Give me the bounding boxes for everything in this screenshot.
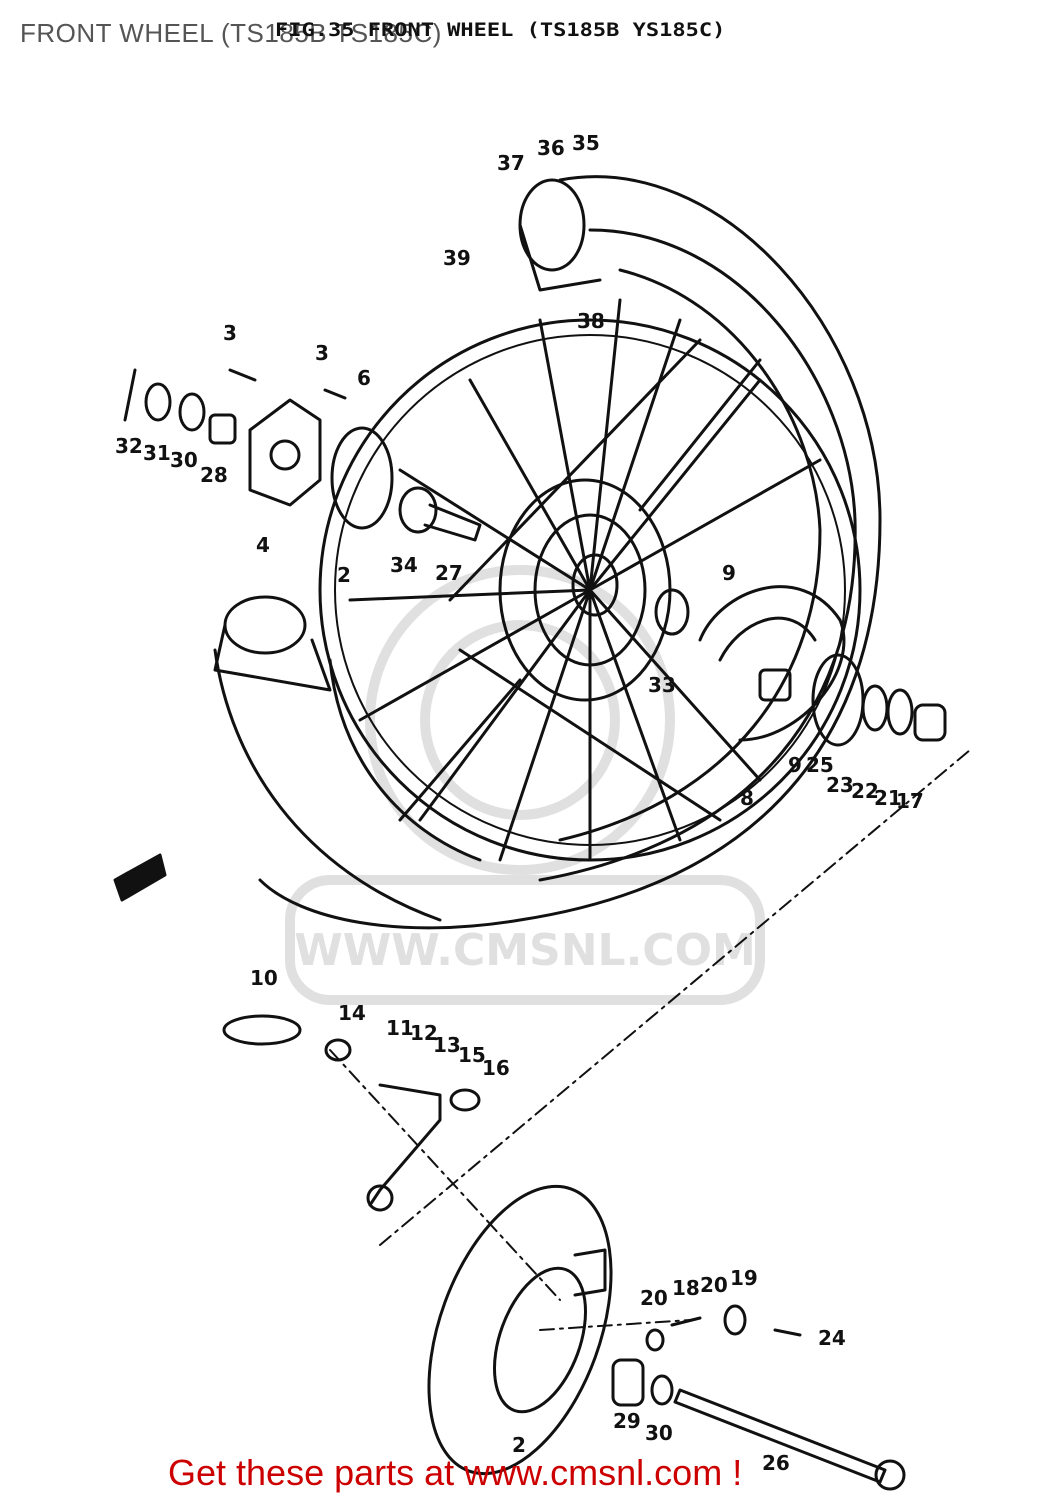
callout-16: 16 — [482, 1056, 510, 1080]
callout-9: 9 — [788, 753, 802, 777]
forward-arrow-icon — [113, 853, 167, 902]
page-title: FRONT WHEEL (TS185B TS185C) — [20, 18, 442, 48]
callout-20: 20 — [640, 1286, 668, 1310]
callout-37: 37 — [497, 151, 525, 175]
callout-4: 4 — [256, 533, 270, 557]
leader-lines — [329, 749, 971, 1331]
brake-shoes — [698, 585, 947, 747]
callout-9: 9 — [722, 561, 736, 585]
callout-39: 39 — [443, 246, 471, 270]
callout-30: 30 — [170, 448, 198, 472]
callout-21: 21 — [874, 786, 902, 810]
watermark: WWW.CMSNL.COM — [285, 565, 765, 1005]
tube-stub-left — [213, 595, 332, 692]
callout-11: 11 — [386, 1016, 414, 1040]
callout-36: 36 — [537, 136, 565, 160]
callout-38: 38 — [577, 309, 605, 333]
callout-27: 27 — [435, 561, 463, 585]
axle — [611, 1304, 906, 1491]
callouts: 35 36 37 38 39 3 3 6 32 31 30 28 4 2 34 … — [115, 131, 924, 1475]
callout-25: 25 — [806, 753, 834, 777]
callout-2: 2 — [512, 1433, 526, 1457]
callout-22: 22 — [851, 779, 879, 803]
callout-15: 15 — [458, 1043, 486, 1067]
watermark-text: WWW.CMSNL.COM — [294, 925, 756, 976]
callout-19: 19 — [730, 1266, 758, 1290]
callout-24: 24 — [818, 1326, 846, 1350]
callout-12: 12 — [410, 1021, 438, 1045]
callout-30: 30 — [645, 1421, 673, 1445]
figure-header: FIG.35 FRONT WHEEL (TS185B YS185C) — [275, 19, 726, 42]
hub — [498, 478, 690, 702]
callout-6: 6 — [357, 366, 371, 390]
callout-28: 28 — [200, 463, 228, 487]
brake-panel — [427, 1184, 613, 1476]
left-hub-parts — [123, 368, 482, 542]
callout-3: 3 — [315, 341, 329, 365]
parts-link[interactable]: Get these parts at www.cmsnl.com ! — [168, 1452, 743, 1493]
callout-17: 17 — [896, 789, 924, 813]
callout-8: 8 — [740, 786, 754, 810]
callout-14: 14 — [338, 1001, 366, 1025]
tube-stub-top — [518, 178, 602, 292]
callout-35: 35 — [572, 131, 600, 155]
callout-20: 20 — [700, 1273, 728, 1297]
callout-13: 13 — [433, 1033, 461, 1057]
callout-34: 34 — [390, 553, 418, 577]
callout-29: 29 — [613, 1409, 641, 1433]
callout-18: 18 — [672, 1276, 700, 1300]
callout-2: 2 — [337, 563, 351, 587]
torque-arm-assembly — [222, 1014, 481, 1212]
callout-10: 10 — [250, 966, 278, 990]
callout-23: 23 — [826, 773, 854, 797]
callout-26: 26 — [762, 1451, 790, 1475]
callout-31: 31 — [143, 441, 171, 465]
callout-3: 3 — [223, 321, 237, 345]
rim-and-spokes — [318, 298, 862, 862]
callout-33: 33 — [648, 673, 676, 697]
callout-32: 32 — [115, 434, 143, 458]
